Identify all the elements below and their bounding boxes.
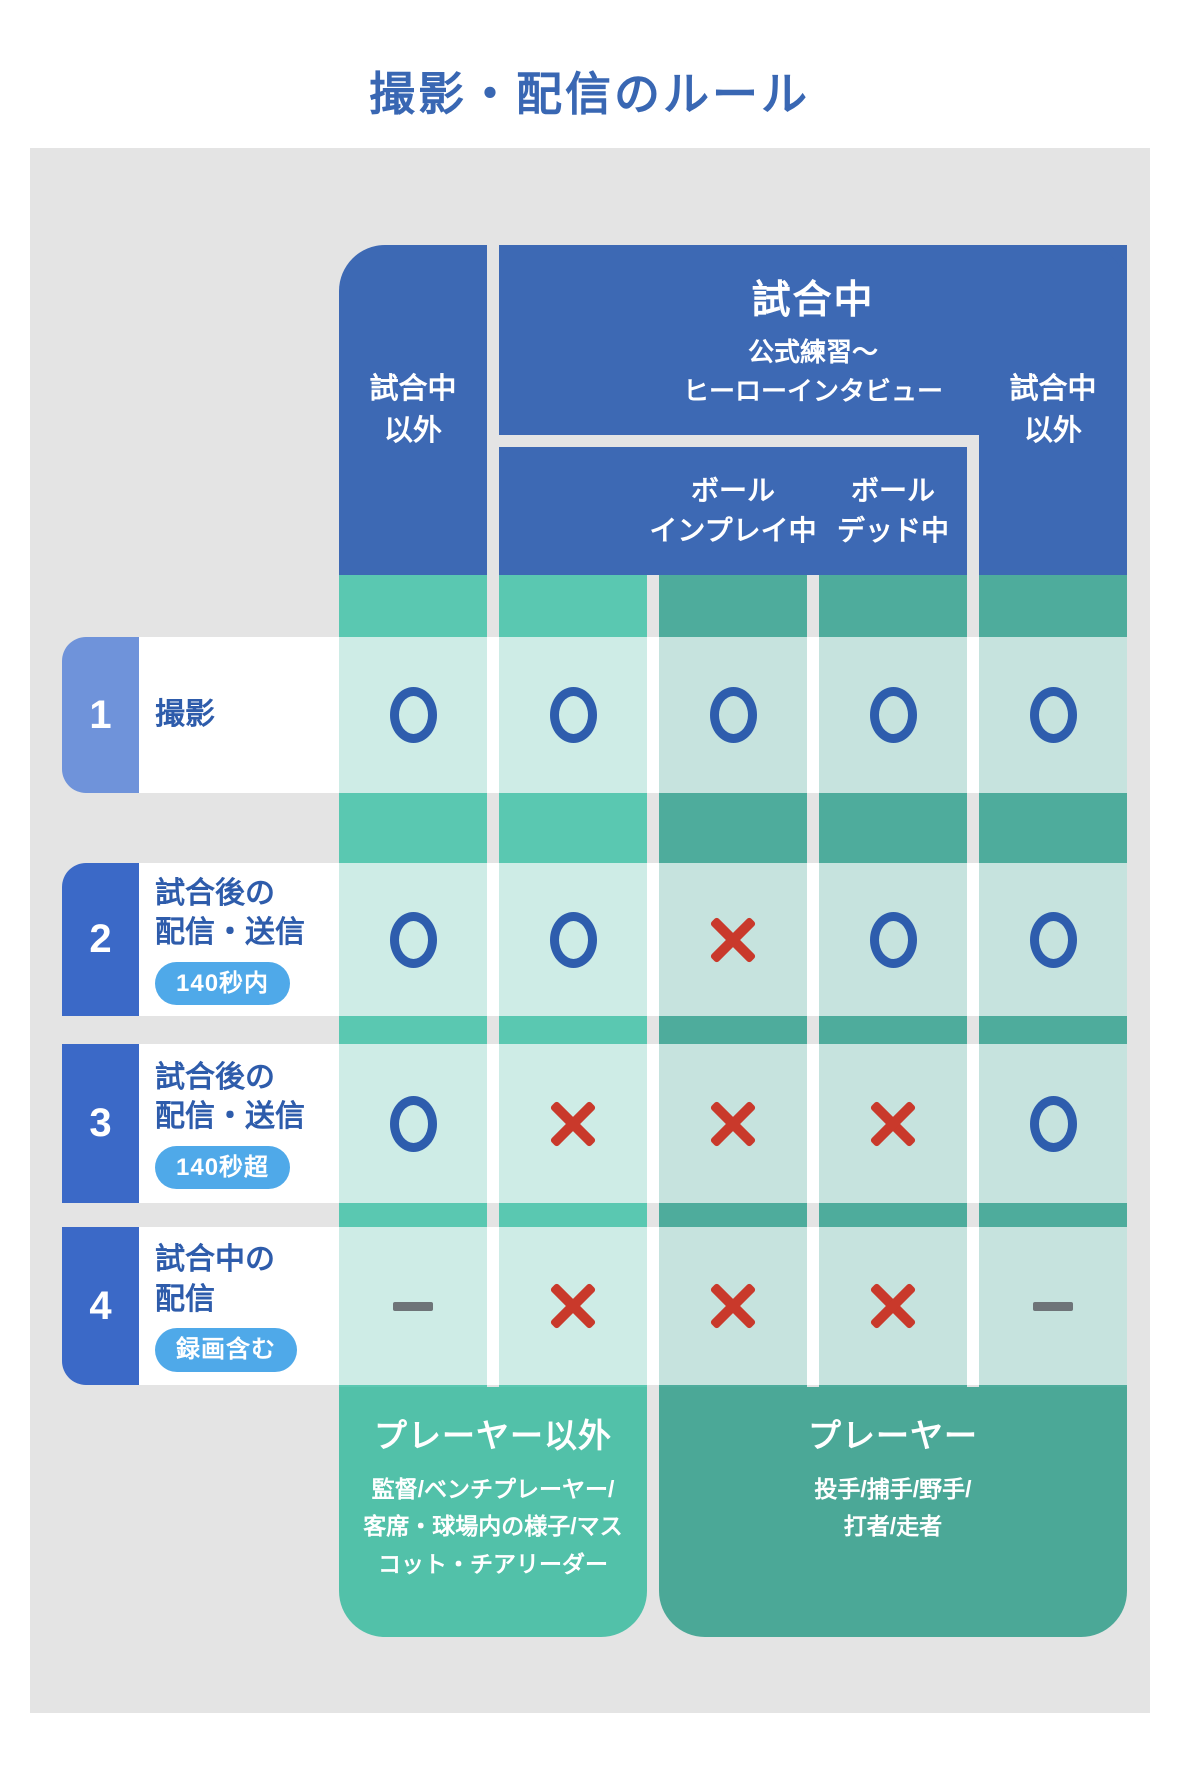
cell-mark (1029, 1095, 1077, 1152)
table-cell (979, 637, 1127, 793)
table-cell (979, 1227, 1127, 1385)
cell-mark (868, 1099, 918, 1149)
cell-mark (548, 1099, 598, 1149)
row-badge: 140秒超 (155, 1145, 291, 1190)
row-number: 4 (62, 1227, 139, 1385)
cell-mark (869, 687, 917, 743)
footer-players: プレーヤー 投手/捕手/野手/ 打者/走者 (659, 1387, 1127, 1637)
header-during-game-title: 試合中 (751, 279, 875, 322)
row-number-label: 4 (89, 1283, 112, 1328)
header-outside-game-right: 試合中 以外 (979, 245, 1127, 575)
header-outside-game-left: 試合中 以外 (339, 245, 487, 575)
footer-players-description: 投手/捕手/野手/ 打者/走者 (814, 1476, 972, 1540)
page-title: 撮影・配信のルール (369, 68, 810, 120)
row-number: 1 (62, 637, 139, 793)
row-label: 試合後の 配信・送信 140秒内 (155, 863, 345, 1016)
footer-non-players-title: プレーヤー以外 (374, 1417, 612, 1454)
cell-mark (708, 915, 758, 965)
table-cell (979, 1044, 1127, 1203)
table-cell (819, 1227, 967, 1385)
table-cell (979, 863, 1127, 1016)
table-cell (339, 863, 487, 1016)
table-cell (659, 863, 807, 1016)
table-cell (819, 637, 967, 793)
row-number-label: 3 (89, 1101, 112, 1145)
row-number: 3 (62, 1044, 139, 1203)
table-cell (499, 637, 647, 793)
table-cell (659, 637, 807, 793)
cell-mark (389, 687, 437, 743)
header-ball-in-play-label: ボール インプレイ中 (649, 475, 817, 546)
row-badge: 140秒内 (155, 961, 291, 1006)
row-number: 2 (62, 863, 139, 1016)
table-cell (659, 1044, 807, 1203)
cell-mark (548, 1281, 598, 1331)
cell-mark (1033, 1301, 1073, 1311)
table-cell (339, 637, 487, 793)
cell-mark (708, 1281, 758, 1331)
row-number-label: 1 (89, 692, 112, 737)
cell-mark (1029, 687, 1077, 743)
table-cell (499, 1044, 647, 1203)
row-label-text: 試合後の 配信・送信 (155, 876, 305, 950)
row-badge: 録画含む (155, 1328, 297, 1372)
table-cell (339, 1044, 487, 1203)
table-cell (499, 863, 647, 1016)
cell-mark (709, 687, 757, 743)
row-label-text: 試合中の 配信 (155, 1243, 275, 1316)
row-label-text: 試合後の 配信・送信 (155, 1060, 305, 1134)
table-cell (499, 1227, 647, 1385)
footer-non-players-description: 監督/ベンチプレーヤー/ 客席・球場内の様子/マス コット・チアリーダー (363, 1476, 623, 1577)
table-cell (819, 1044, 967, 1203)
header-ball-dead: ボール デッド中 (819, 447, 967, 575)
header-ball-dead-label: ボール デッド中 (836, 475, 949, 546)
cell-mark (393, 1301, 433, 1311)
header-outside-game-right-label: 試合中 以外 (1009, 372, 1097, 447)
row-number-label: 2 (89, 917, 112, 961)
cell-mark (869, 911, 917, 968)
footer-players-title: プレーヤー (808, 1417, 978, 1454)
header-outside-game-left-label: 試合中 以外 (369, 372, 457, 447)
cell-mark (549, 687, 597, 743)
cell-mark (549, 911, 597, 968)
cell-mark (389, 1095, 437, 1152)
table-cell (339, 1227, 487, 1385)
cell-mark (389, 911, 437, 968)
row-label-text: 撮影 (155, 698, 215, 732)
row-label: 試合後の 配信・送信 140秒超 (155, 1044, 345, 1203)
table-cell (659, 1227, 807, 1385)
row-label: 撮影 (155, 637, 345, 793)
footer-non-players: プレーヤー以外 監督/ベンチプレーヤー/ 客席・球場内の様子/マス コット・チア… (339, 1387, 647, 1637)
cell-mark (708, 1099, 758, 1149)
row-label: 試合中の 配信 録画含む (155, 1227, 345, 1385)
header-during-game-subtitle: 公式練習〜 ヒーローインタビュー (682, 337, 943, 406)
cell-mark (868, 1281, 918, 1331)
cell-mark (1029, 911, 1077, 968)
table-cell (819, 863, 967, 1016)
